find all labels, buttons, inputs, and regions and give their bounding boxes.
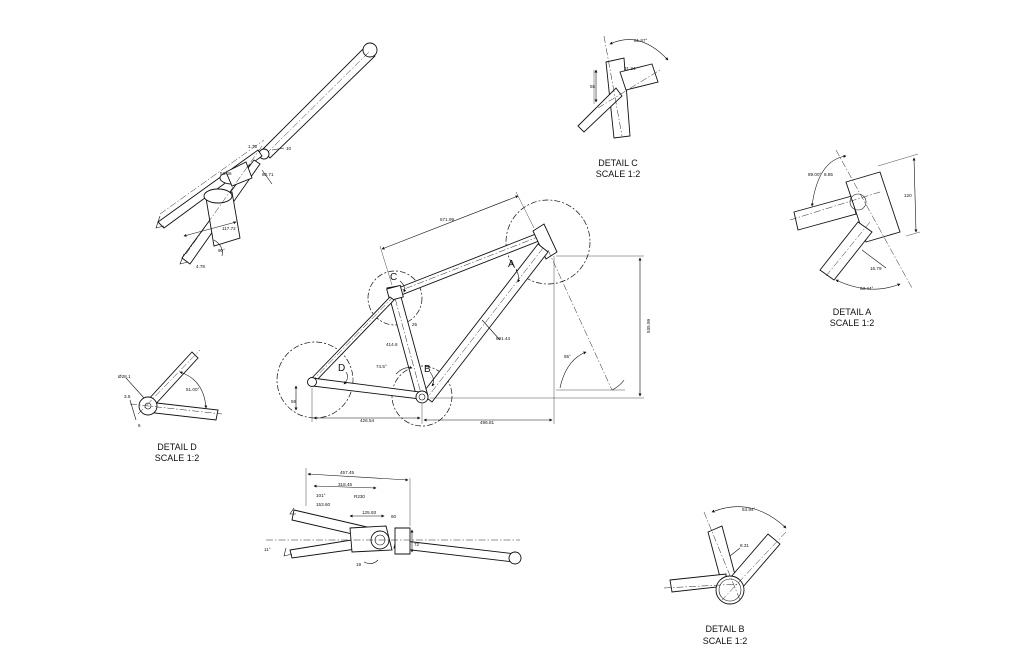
front-dim-d5: 4.78: [196, 264, 205, 269]
detail-circle-b[interactable]: [391, 365, 453, 427]
detail-a-dim-a1: 89.00°: [808, 172, 821, 177]
dim-seat-tube-value: 414.6: [386, 342, 398, 347]
dim-stack-value: 535.99: [646, 319, 651, 333]
detail-d-dim-d1: Ø28.1: [118, 374, 131, 379]
detail-c-dim-c2: 31.34: [624, 66, 636, 71]
detail-c-dim-c3: 55: [590, 84, 596, 89]
detail-d-dim-d3: 3.5: [124, 394, 131, 399]
front-projected-view: 60.71 10 117.72 90° 4.78 53.46 1.75: [155, 42, 378, 269]
top-tube: [392, 231, 545, 298]
chain-stay: [311, 377, 421, 400]
front-dim-d2: 117.72: [222, 226, 236, 231]
detail-d-view[interactable]: Ø28.1 51.00° 3.5 6 DETAIL D SCALE 1:2: [118, 349, 223, 463]
bottom-dim-h1: 72: [414, 542, 420, 547]
detail-c-dim-c1: 81.87°: [634, 38, 647, 43]
detail-a-dim-a4: 16.79: [870, 266, 882, 271]
bottom-dim-l1: 318.45: [338, 482, 352, 487]
bottom-dim-l4: 60: [391, 514, 397, 519]
dim-bb-drop-value: 56: [291, 399, 297, 404]
bottom-dim-rad: R230: [354, 494, 365, 499]
front-dim-d1: 10: [286, 146, 292, 151]
detail-a-title: DETAIL A: [833, 307, 872, 317]
dim-chainstay-value: 426.54: [360, 418, 374, 423]
detail-d-scale: SCALE 1:2: [155, 453, 200, 463]
detail-a-view[interactable]: 120 89.00° 8.85 16.79 63.44° DETAIL A SC…: [789, 149, 921, 328]
detail-a-dim-a5: 63.44°: [860, 286, 873, 291]
dim-top-tube-value: 571.99: [440, 217, 454, 222]
bottom-projected-view: 457.45 318.45 101° 153.60 R230 125.93 60…: [264, 468, 522, 567]
dim-head-angle-value: 65°: [564, 354, 571, 359]
dim-bb-reach-value: 496.81: [480, 420, 494, 425]
detail-c-scale: SCALE 1:2: [596, 169, 641, 179]
detail-b-scale: SCALE 1:2: [703, 636, 748, 646]
bottom-dim-w1: 19: [356, 562, 362, 567]
detail-a-scale: SCALE 1:2: [830, 318, 875, 328]
detail-a-dim-a3: 120: [904, 193, 912, 198]
bottom-dim-ang2: 11°: [264, 547, 271, 552]
dim-seat-angle-value: 74.5°: [376, 364, 387, 369]
detail-d-title: DETAIL D: [157, 442, 197, 452]
dim-top-tube: [381, 195, 519, 250]
detail-a-dim-a2: 8.85: [824, 172, 833, 177]
detail-circle-d[interactable]: [276, 341, 354, 419]
detail-circle-a[interactable]: [505, 199, 591, 285]
dim-down-tube-value: 691.44: [496, 336, 510, 341]
bottom-dim-l3: 125.93: [362, 510, 376, 515]
callout-c[interactable]: C: [390, 272, 397, 283]
bottom-dim-overall: 457.45: [340, 470, 354, 475]
front-dim-d6: 53.46: [220, 171, 232, 176]
detail-b-title: DETAIL B: [705, 624, 744, 634]
bottom-dim-l2: 153.60: [316, 502, 330, 507]
detail-c-title: DETAIL C: [598, 158, 638, 168]
bottom-bracket: [415, 390, 429, 404]
front-dim-d3: 60.71: [262, 172, 274, 177]
callout-a[interactable]: A: [508, 259, 515, 270]
detail-d-dim-d4: 6: [138, 423, 141, 428]
dim-seat-top-value: 25: [412, 322, 418, 327]
detail-b-dim-b2: 8.31: [740, 543, 749, 548]
detail-d-dim-d2: 51.00°: [186, 387, 199, 392]
detail-b-view[interactable]: 54.94° 8.31 DETAIL B SCALE 1:2: [663, 506, 787, 646]
detail-b-dim-b1: 54.94°: [742, 507, 755, 512]
detail-c-view[interactable]: 55 31.34 81.87° DETAIL C SCALE 1:2: [577, 35, 669, 179]
detail-circle-c[interactable]: [367, 270, 423, 326]
front-dim-d4: 90°: [218, 248, 225, 253]
callout-b[interactable]: B: [424, 364, 431, 375]
main-frame-view: 571.99 535.99 496.81 426.54 56 691.44 41…: [276, 191, 651, 427]
rear-dropout: [307, 377, 317, 387]
callout-d[interactable]: D: [338, 363, 345, 374]
bottom-dim-ang1: 101°: [316, 493, 326, 498]
front-dim-d7: 1.75: [248, 144, 257, 149]
